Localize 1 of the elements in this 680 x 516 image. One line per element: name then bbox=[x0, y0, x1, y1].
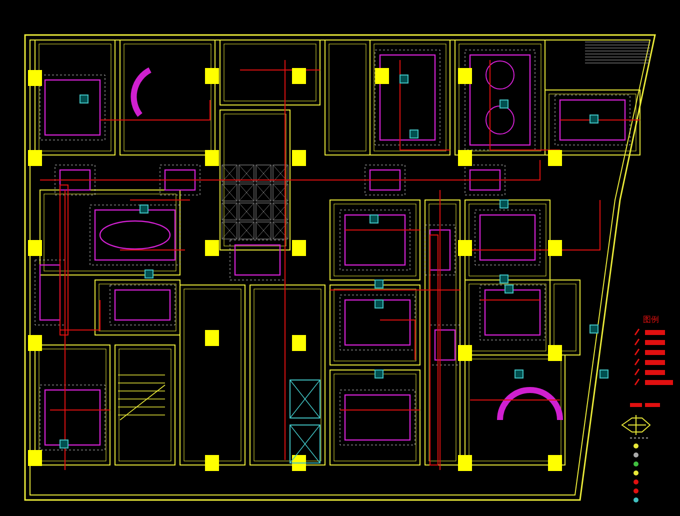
legend-heading: 图例 bbox=[643, 314, 659, 325]
